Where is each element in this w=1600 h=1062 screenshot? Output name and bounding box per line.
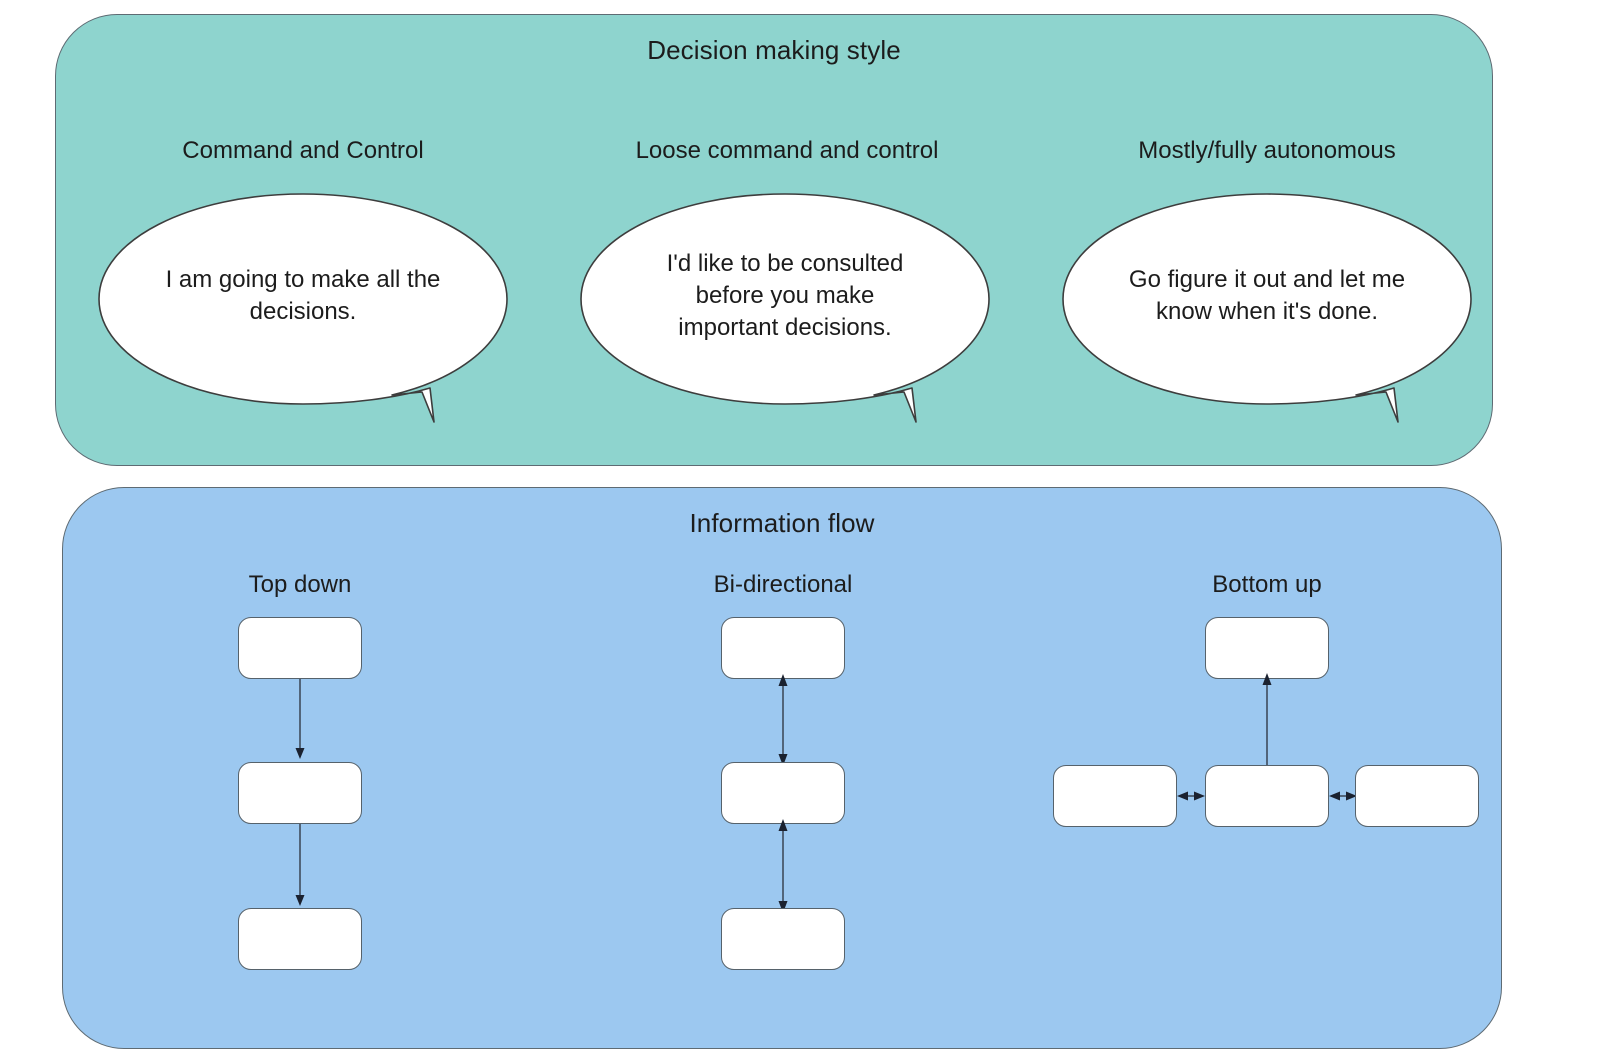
- speech-bubble-shape-icon: [580, 193, 990, 423]
- flow-box-top-down-2: [238, 762, 362, 824]
- column-label-bi-directional: Bi-directional: [713, 571, 853, 598]
- flow-arrow-bottom-up-left-to-center: [1177, 781, 1205, 811]
- flow-arrow-bi-directional-1-to-2: [768, 673, 798, 767]
- speech-bubble-loose-command-and-control: I'd like to be consulted before you make…: [578, 192, 992, 424]
- column-label-loose-command-and-control: Loose command and control: [635, 137, 939, 164]
- speech-bubble-text-loose-command-and-control: I'd like to be consulted before you make…: [666, 250, 904, 342]
- flow-box-bi-directional-2: [721, 762, 845, 824]
- flow-box-bottom-up-right: [1355, 765, 1479, 827]
- speech-bubble-shape-icon: [1062, 193, 1472, 423]
- column-label-mostly-fully-autonomous: Mostly/fully autonomous: [1138, 137, 1396, 164]
- speech-bubble-text-mostly-fully-autonomous: Go figure it out and let me know when it…: [1128, 266, 1406, 326]
- flow-arrow-top-down-1-to-2: [285, 679, 315, 761]
- flow-box-bottom-up-left: [1053, 765, 1177, 827]
- flow-box-top-down-1: [238, 617, 362, 679]
- column-label-command-and-control: Command and Control: [182, 137, 424, 164]
- speech-bubble-text-command-and-control: I am going to make all the decisions.: [165, 266, 441, 326]
- flow-arrow-top-down-2-to-3: [285, 824, 315, 908]
- flow-box-bi-directional-3: [721, 908, 845, 970]
- speech-bubble-shape-icon: [98, 193, 508, 423]
- speech-bubble-command-and-control: I am going to make all the decisions.: [96, 192, 510, 424]
- panel-title-information-flow: Information flow: [689, 508, 875, 538]
- speech-bubble-mostly-fully-autonomous: Go figure it out and let me know when it…: [1060, 192, 1474, 424]
- flow-arrow-bottom-up-center-to-top: [1252, 672, 1282, 767]
- column-label-top-down: Top down: [248, 571, 352, 598]
- flow-box-top-down-3: [238, 908, 362, 970]
- column-label-bottom-up: Bottom up: [1212, 571, 1322, 598]
- panel-title-decision-making-style: Decision making style: [647, 35, 901, 65]
- flow-box-bottom-up-top: [1205, 617, 1329, 679]
- flow-box-bottom-up-center: [1205, 765, 1329, 827]
- flow-arrow-bottom-up-center-to-right: [1329, 781, 1357, 811]
- flow-arrow-bi-directional-2-to-3: [768, 818, 798, 914]
- flow-box-bi-directional-1: [721, 617, 845, 679]
